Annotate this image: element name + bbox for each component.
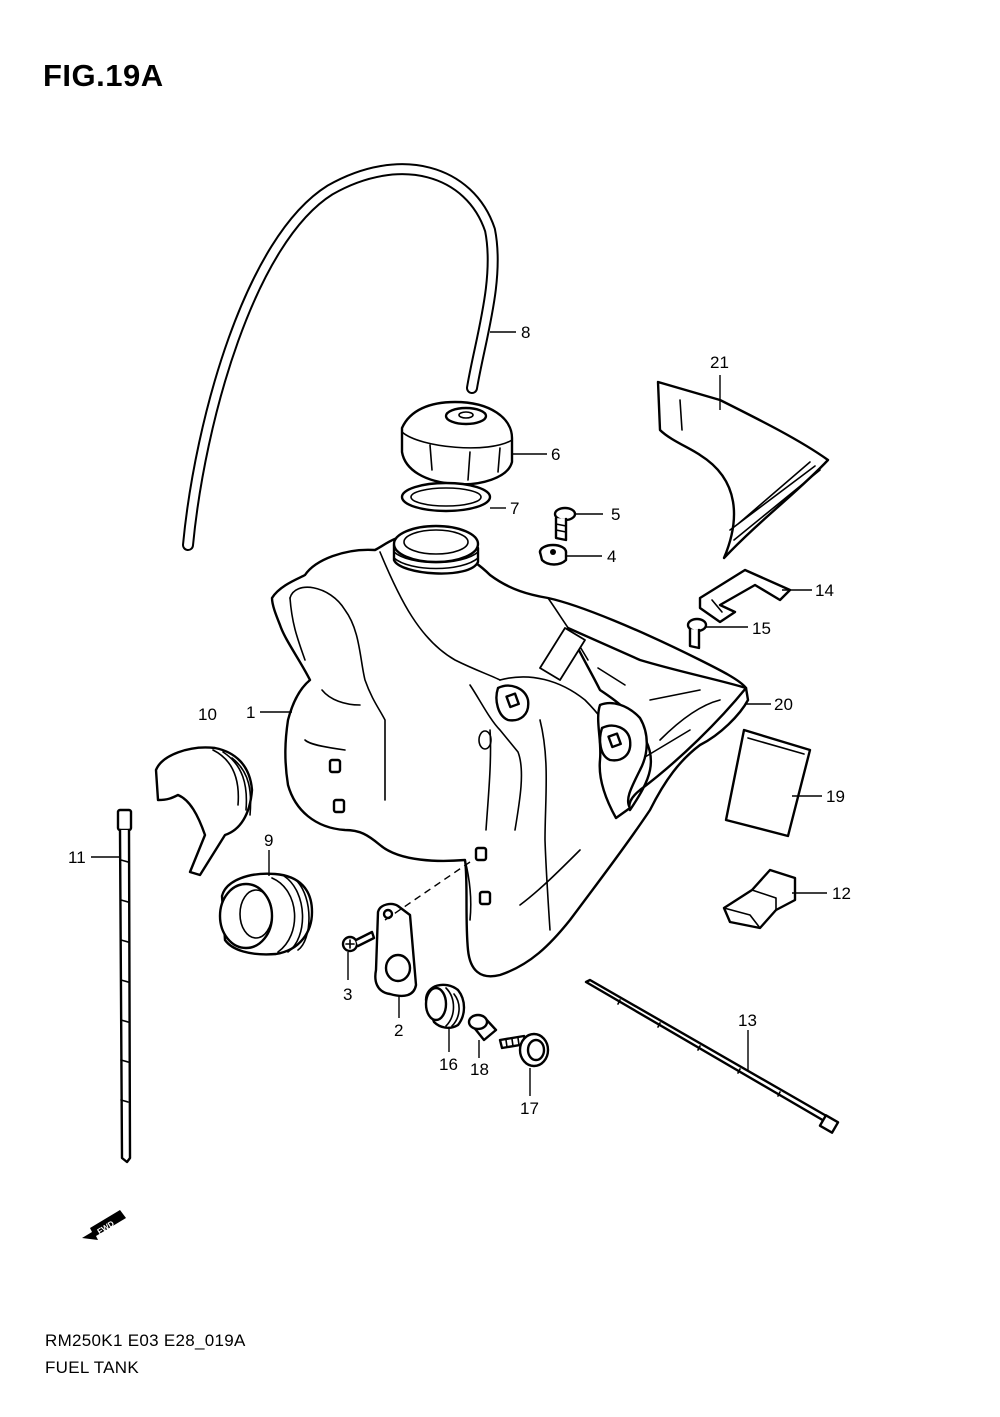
callout-1: 1 [246,703,255,722]
part-17-bolt [498,1032,550,1068]
callout-11: 11 [68,848,86,867]
part-6-fuel-cap [400,400,514,486]
callout-20: 20 [774,695,793,714]
callout-4: 4 [607,547,616,566]
part-1-fuel-tank [270,524,750,978]
part-21-decal [656,380,830,560]
callout-6: 6 [551,445,560,464]
callout-5: 5 [611,505,620,524]
callout-2: 2 [394,1021,403,1040]
part-5-screw [553,506,577,542]
callout-16: 16 [439,1055,458,1074]
callout-17: 17 [520,1099,539,1118]
leader-lines [91,331,827,1096]
callout-15: 15 [752,619,771,638]
part-2-bracket [374,902,418,998]
figure-name: FUEL TANK [45,1358,140,1377]
callout-21: 21 [710,353,729,372]
part-12-clip [722,868,797,930]
part-7-gasket [400,481,492,513]
callout-10: 10 [198,705,217,724]
part-13-cable-tie [584,978,840,1134]
callout-3: 3 [343,985,352,1004]
callout-7: 7 [510,499,519,518]
callout-9: 9 [264,831,273,850]
part-4-washer [538,543,568,566]
part-8-breather-hose [182,163,499,551]
callout-19: 19 [826,787,845,806]
part-10-holder [154,746,254,877]
callout-13: 13 [738,1011,757,1030]
part-16-grommet [424,983,466,1030]
callout-8: 8 [521,323,530,342]
callout-18: 18 [470,1060,489,1079]
part-11-cable-tie [116,808,133,1164]
part-19-pad [724,728,812,838]
part-15-screw [686,617,708,650]
figure-title: FIG.19A [43,58,164,93]
callout-14: 14 [815,581,834,600]
part-14-strap [698,568,792,624]
fwd-arrow-icon: FWD [82,1210,126,1240]
part-18-collar [467,1013,498,1042]
callout-12: 12 [832,884,851,903]
part-3-screw [341,930,376,953]
alignment-line [384,861,471,921]
part-9-cushion [218,872,314,956]
figure-code: RM250K1 E03 E28_019A [45,1331,246,1350]
